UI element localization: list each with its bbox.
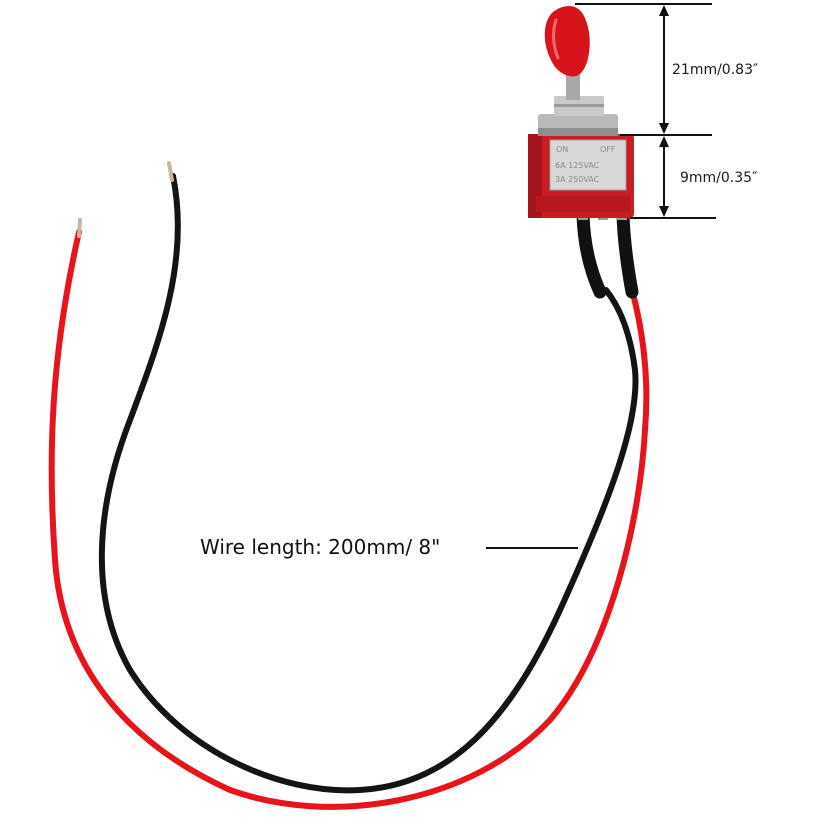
body-height-label: 9mm/0.35″	[680, 170, 758, 186]
heat-shrink-left	[576, 208, 607, 299]
switch-label-plate	[549, 139, 627, 191]
red-wire-tip	[77, 218, 82, 238]
wire-length-label: Wire length: 200mm/ 8"	[200, 535, 441, 559]
switch-nut-shade	[538, 128, 618, 136]
dim-arrowhead	[659, 123, 669, 134]
toggle-cap-highlight	[552, 18, 560, 60]
switch-base	[536, 196, 630, 212]
black-wire	[98, 173, 639, 794]
switch-rating-1: 6A 125VAC	[555, 161, 600, 170]
black-wire-tip	[167, 161, 174, 182]
toggle-switch: ON OFF 6A 125VAC 3A 250VAC	[528, 6, 634, 218]
toggle-cap	[544, 6, 590, 77]
switch-bushing-thread	[554, 104, 604, 107]
dim-arrowhead	[659, 5, 669, 16]
dim-arrowhead	[659, 206, 669, 217]
red-wire	[48, 229, 650, 810]
toggle-height-label: 21mm/0.83″	[672, 62, 759, 78]
heat-shrink-right	[616, 208, 639, 299]
switch-rating-2: 3A 250VAC	[555, 175, 600, 184]
switch-marking-on: ON	[556, 145, 568, 154]
switch-marking-off: OFF	[600, 145, 616, 154]
dim-arrowhead	[659, 136, 669, 147]
